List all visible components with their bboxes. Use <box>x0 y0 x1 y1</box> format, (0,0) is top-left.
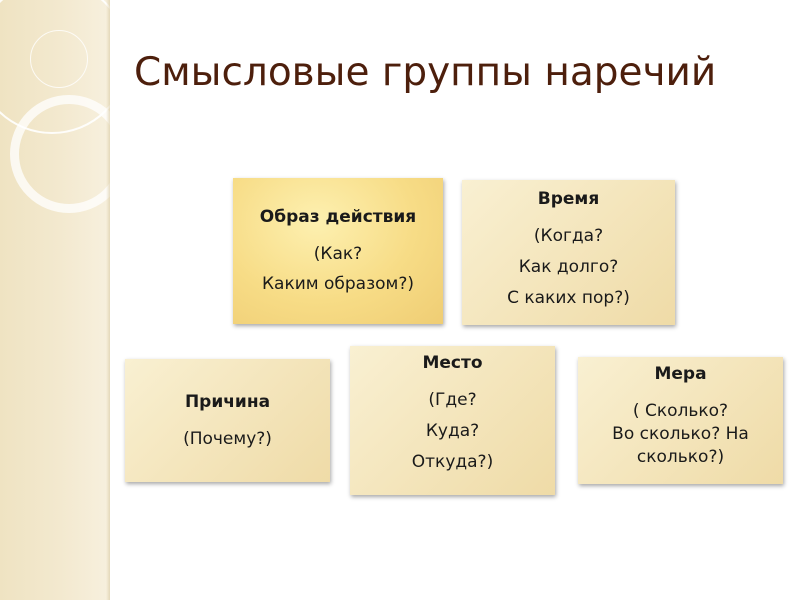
decorative-ring <box>30 30 88 88</box>
card-place: Место (Где? Куда? Откуда?) <box>350 346 555 495</box>
card-heading: Образ действия <box>259 206 417 227</box>
slide-title: Смысловые группы наречий <box>134 50 717 95</box>
card-manner: Образ действия (Как? Каким образом?) <box>233 178 443 324</box>
decorative-side-band <box>0 0 129 600</box>
decorative-ring <box>10 95 128 213</box>
card-heading: Время <box>537 189 600 209</box>
card-question: Откуда?) <box>411 451 494 472</box>
card-question: Во сколько? На сколько?) <box>612 423 749 467</box>
card-heading: Место <box>422 353 483 373</box>
card-question: Куда? <box>425 420 480 441</box>
card-measure: Мера ( Сколько? Во сколько? На сколько?) <box>578 357 783 484</box>
card-question: С каких пор?) <box>507 287 630 308</box>
card-question: Как долго? <box>518 256 619 277</box>
decorative-ring <box>0 0 129 134</box>
card-heading: Мера <box>654 364 707 384</box>
card-question: (Почему?) <box>183 428 272 449</box>
card-question: (Где? <box>428 389 477 410</box>
card-question: (Как? <box>313 243 363 264</box>
card-reason: Причина (Почему?) <box>125 359 330 482</box>
card-question: (Когда? <box>533 225 604 246</box>
card-question: ( Сколько? <box>632 400 729 421</box>
card-time: Время (Когда? Как долго? С каких пор?) <box>462 180 675 325</box>
card-heading: Причина <box>184 391 271 412</box>
card-question: Каким образом?) <box>261 274 415 295</box>
